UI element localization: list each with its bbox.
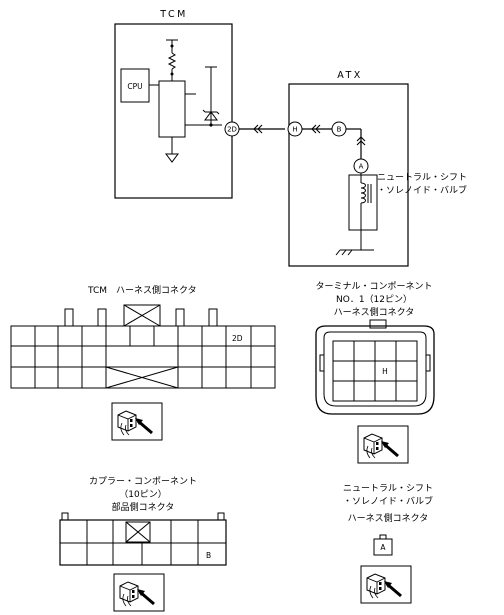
connector-arrow-b (356, 136, 366, 146)
terminal-b: B (331, 121, 347, 137)
svg-text:A: A (359, 163, 364, 171)
svg-text:H: H (292, 126, 297, 134)
cpu-label: CPU (127, 82, 142, 91)
solenoid-connector-title-1: ニュートラル・シフト (343, 483, 433, 494)
connector-arrow-h (311, 124, 321, 134)
solenoid-connector-title-2: ・ソレノイド・バルブ (343, 495, 433, 507)
terminal-connector-title-3: ハーネス側コネクタ (334, 306, 415, 318)
solenoid-coil (360, 182, 366, 204)
chassis-ground (335, 249, 353, 256)
terminal-2d: 2D (224, 121, 240, 137)
solenoid-label-2: ・ソレノイド・バルブ (377, 184, 467, 196)
solenoid-cell-a: A (380, 543, 386, 552)
tcm-connector (10, 304, 276, 389)
terminal-view-icon (357, 425, 409, 464)
solenoid-label-1: ニュートラル・シフト (377, 172, 467, 183)
ground-symbol (165, 153, 179, 163)
coupler-connector-title-1: カプラー・コンポーネント (89, 476, 197, 487)
connector-arrow-2d (253, 124, 263, 134)
tcm-block: TCM CPU (114, 9, 233, 199)
svg-text:2D: 2D (227, 126, 237, 134)
atx-block: ATX (288, 70, 409, 267)
atx-title: ATX (337, 70, 363, 81)
coupler-view-icon (113, 573, 165, 612)
terminal-connector (315, 319, 435, 415)
solenoid-valve (348, 173, 378, 231)
coupler-connector-title-3: 部品側コネクタ (112, 501, 175, 513)
zener-diode (204, 111, 218, 121)
terminal-connector-title-1: ターミナル・コンポーネント (315, 281, 432, 292)
coupler-connector (59, 512, 227, 566)
solenoid-view-icon (360, 565, 412, 604)
driver-box (158, 80, 186, 138)
coupler-cell-b: B (206, 551, 211, 560)
terminal-connector-title-2: NO．1（12ピン） (336, 294, 412, 305)
tcm-connector-title: TCM ハーネス側コネクタ (87, 284, 197, 296)
tcm-title: TCM (159, 9, 188, 20)
terminal-h: H (287, 121, 303, 137)
resistor (167, 52, 177, 70)
tcm-box (114, 23, 233, 199)
solenoid-connector-title-3: ハーネス側コネクタ (348, 512, 429, 524)
solenoid-connector (373, 534, 393, 556)
coupler-connector-title-2: （10ピン） (119, 489, 166, 500)
terminal-cell-h: H (382, 367, 388, 376)
terminal-a: A (353, 158, 369, 174)
tcm-cell-2d: 2D (232, 334, 243, 343)
atx-box (288, 83, 409, 267)
svg-text:B: B (337, 126, 342, 134)
tcm-view-icon (111, 402, 163, 441)
